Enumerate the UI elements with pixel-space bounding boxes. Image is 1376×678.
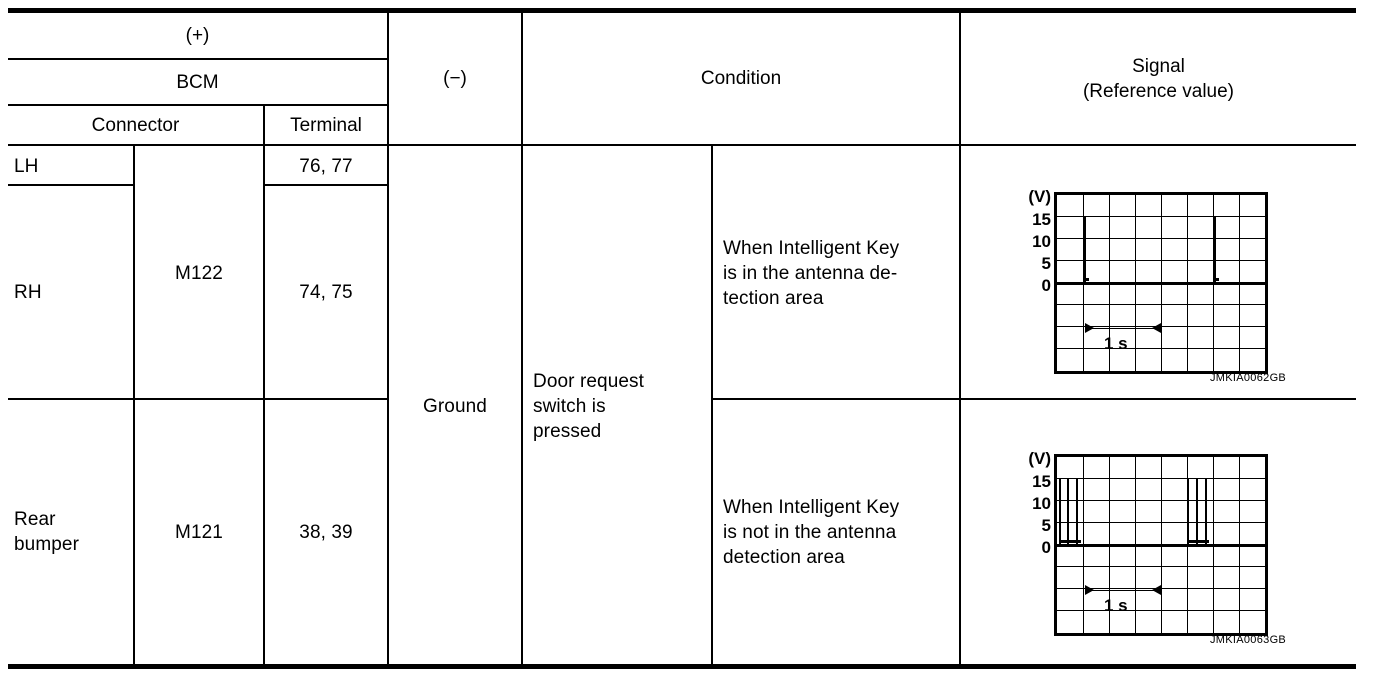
body-vline-signal (959, 146, 961, 664)
body-vline-connector (263, 146, 265, 664)
table-cell-ground: Ground (423, 395, 487, 417)
body-divider-lh-terminal (265, 184, 387, 186)
header-divider-plus (8, 58, 387, 60)
header-divider-bcm (8, 104, 387, 106)
header-terminal: Terminal (290, 114, 362, 136)
waveform-1-unit-label: (V) (1028, 187, 1051, 206)
waveform-1-ytick-5: 5 (1041, 254, 1051, 273)
table-top-rule (8, 8, 1356, 13)
waveform-2-pulse-1b (1067, 478, 1069, 545)
waveform-2-pulse-2c (1205, 478, 1207, 545)
body-divider-rh-rear (8, 398, 387, 400)
waveform-2-pulse-2a (1187, 478, 1189, 545)
header-vline-signal (959, 13, 961, 144)
header-plus: (+) (185, 25, 210, 46)
header-vline-minus (387, 13, 389, 144)
table-cell-condition-in-area: When Intelligent Key is in the antenna d… (723, 237, 900, 309)
table-row-terminal-7475: 74, 75 (299, 281, 353, 303)
table-row-location-rear: Rear bumper (14, 509, 80, 555)
waveform-2-figure-code: JMKIA0063GB (1210, 634, 1287, 646)
waveform-1-time-bar (1085, 328, 1161, 329)
waveform-2-unit-label: (V) (1028, 449, 1051, 468)
table-row-connector-m122: M122 (175, 262, 223, 284)
waveform-2-time-bar (1085, 590, 1161, 591)
header-condition: Condition (700, 68, 782, 89)
waveform-1-pulse-1 (1084, 216, 1086, 283)
body-vline-terminal (387, 146, 389, 664)
table-row-terminal-3839: 38, 39 (299, 521, 353, 543)
waveform-2-ytick-5: 5 (1041, 516, 1051, 535)
waveform-2-ytick-10: 10 (1032, 494, 1051, 513)
table-row-location-rh: RH (14, 281, 42, 303)
table-bottom-rule (8, 664, 1356, 669)
body-vline-location (133, 146, 135, 664)
waveform-1-figure-code: JMKIA0062GB (1210, 372, 1287, 384)
waveform-2-arrow-right-icon (1085, 585, 1094, 595)
body-divider-lh-location (8, 184, 133, 186)
header-vline-terminal (263, 104, 265, 144)
header-bottom-divider (8, 144, 1356, 146)
waveform-1-ytick-0: 0 (1041, 276, 1051, 295)
waveform-2-ytick-0: 0 (1041, 538, 1051, 557)
table-row-connector-m121: M121 (175, 521, 223, 543)
header-signal: Signal (Reference value) (1082, 55, 1235, 102)
waveform-2-grid: 1 s (1054, 454, 1268, 636)
table-cell-condition-main: Door request switch is pressed (533, 370, 645, 442)
waveform-2-time-label: 1 s (1104, 596, 1128, 615)
waveform-1-time-label: 1 s (1104, 334, 1128, 353)
body-divider-condition (713, 398, 1356, 400)
waveform-1-arrow-right-icon (1085, 323, 1094, 333)
table-cell-condition-not-in-area: When Intelligent Key is not in the anten… (723, 496, 900, 568)
table-row-terminal-7677: 76, 77 (299, 155, 353, 177)
waveform-1-grid: 1 s (1054, 192, 1268, 374)
waveform-2-ytick-15: 15 (1032, 472, 1051, 491)
waveform-figure-2: (V) 15 10 5 0 (1007, 448, 1347, 648)
header-minus: (−) (443, 68, 467, 89)
body-vline-condition (711, 146, 713, 664)
waveform-2-pulse-1a (1059, 478, 1061, 545)
waveform-2-pulse-2b (1196, 478, 1198, 545)
waveform-figure-1: (V) 15 10 5 0 (1007, 186, 1347, 386)
header-connector: Connector (91, 114, 180, 136)
waveform-2-arrow-left-icon (1152, 585, 1161, 595)
waveform-1-arrow-left-icon (1152, 323, 1161, 333)
waveform-1-ytick-10: 10 (1032, 232, 1051, 251)
table-row-location-lh: LH (14, 155, 39, 177)
header-bcm: BCM (176, 71, 219, 93)
waveform-1-ytick-15: 15 (1032, 210, 1051, 229)
waveform-2-pulse-1c (1076, 478, 1078, 545)
waveform-1-pulse-2 (1214, 216, 1216, 283)
body-vline-minus (521, 146, 523, 664)
header-vline-condition (521, 13, 523, 144)
